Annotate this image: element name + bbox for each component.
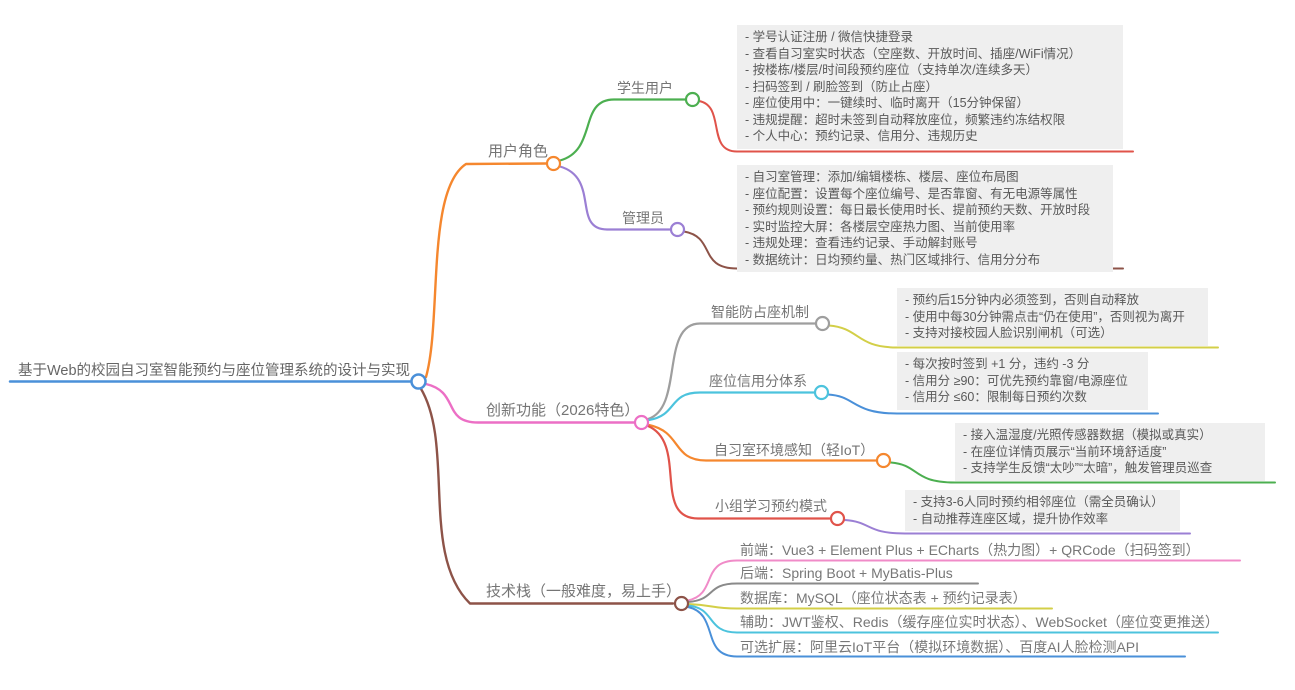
root-topic[interactable]: 基于Web的校园自习室智能预约与座位管理系统的设计与实现 [18, 363, 411, 379]
list-item: - 学号认证注册 / 微信快捷登录 [745, 30, 914, 44]
list-item: - 支持对接校园人脸识别闸机（可选） [905, 326, 1113, 340]
environment-node-handle[interactable] [875, 452, 892, 469]
group-details-list: - 支持3-6人同时预约相邻座位（需全员确认） - 自动推荐连座区域，提升协作效… [913, 494, 1172, 527]
root-node-handle[interactable] [410, 373, 427, 390]
branch-line-credit [647, 391, 816, 422]
list-item: - 信用分 ≤60：限制每日预约次数 [905, 390, 1087, 404]
connector-tech-database [687, 603, 1053, 610]
node-user-roles[interactable]: 用户角色 [488, 143, 549, 160]
list-item: - 个人中心：预约记录、信用分、违规历史 [745, 129, 978, 143]
list-item: - 每次按时签到 +1 分，违约 -3 分 [905, 357, 1090, 371]
list-item: - 自动推荐连座区域，提升协作效率 [913, 511, 1109, 526]
node-student[interactable]: 学生用户 [617, 80, 673, 96]
branch-line-group [646, 424, 832, 520]
list-item: - 数据统计：日均预约量、热门区域排行、信用分分布 [745, 252, 1041, 267]
innovation-node-handle[interactable] [633, 414, 650, 431]
group-details-node[interactable]: - 支持3-6人同时预约相邻座位（需全员确认） - 自动推荐连座区域，提升协作效… [905, 490, 1180, 531]
list-item: - 按楼栋/楼层/时间段预约座位（支持单次/连续多天） [745, 63, 1039, 77]
branch-line-user-roles [424, 162, 548, 379]
connector-tech-optional [687, 606, 1186, 658]
node-innovation[interactable]: 创新功能（2026特色） [486, 402, 640, 419]
connector-credit-details [827, 393, 1159, 415]
admin-node-handle[interactable] [669, 221, 686, 238]
list-item: - 违规处理：查看违约记录、手动解封账号 [745, 236, 978, 250]
list-item: - 实时监控大屏：各楼层空座热力图、当前使用率 [745, 219, 1016, 234]
credit-node-handle[interactable] [813, 384, 830, 401]
student-details-node[interactable]: - 学号认证注册 / 微信快捷登录 - 查看自习室实时状态（空座数、开放时间、插… [737, 25, 1123, 149]
user-roles-node-handle[interactable] [545, 155, 562, 172]
connector-group-details [844, 519, 1191, 535]
list-item: - 支持3-6人同时预约相邻座位（需全员确认） [913, 495, 1164, 509]
node-tech-stack[interactable]: 技术栈（一般难度，易上手） [486, 583, 682, 600]
node-tech-database[interactable]: 数据库：MySQL（座位状态表 + 预约记录表） [740, 590, 1027, 606]
list-item: - 违规提醒：超时未签到自动释放座位，频繁违约冻结权限 [745, 112, 1066, 127]
tech-stack-node-handle[interactable] [673, 595, 690, 612]
list-item: - 座位使用中：一键续时、临时离开（15分钟保留） [745, 96, 1030, 110]
list-item: - 接入温湿度/光照传感器数据（模拟或真实） [963, 428, 1212, 442]
environment-details-node[interactable]: - 接入温湿度/光照传感器数据（模拟或真实） - 在座位详情页展示“当前环境舒适… [955, 423, 1265, 481]
list-item: - 预约规则设置：每日最长使用时长、提前预约天数、开放时段 [745, 203, 1091, 217]
admin-details-list: - 自习室管理：添加/编辑楼栋、楼层、座位布局图 - 座位配置：设置每个座位编号… [745, 169, 1105, 268]
list-item: - 支持学生反馈“太吵”“太暗”，触发管理员巡查 [963, 461, 1213, 475]
list-item: - 使用中每30分钟需点击“仍在使用”，否则视为离开 [905, 309, 1185, 324]
node-environment[interactable]: 自习室环境感知（轻IoT） [714, 442, 875, 458]
list-item: - 扫码签到 / 刷脸签到（防止占座） [745, 79, 939, 94]
list-item: - 查看自习室实时状态（空座数、开放时间、插座/WiFi情况） [745, 46, 1082, 61]
credit-details-node[interactable]: - 每次按时签到 +1 分，违约 -3 分 - 信用分 ≥90：可优先预约靠窗/… [897, 352, 1148, 410]
connector-tech-aux [687, 604, 1219, 634]
branch-line-tech-stack [419, 386, 675, 605]
credit-details-list: - 每次按时签到 +1 分，违约 -3 分 - 信用分 ≥90：可优先预约靠窗/… [905, 356, 1140, 406]
connector-student-details [698, 100, 1134, 153]
branch-line-innovation [424, 382, 636, 424]
anti-occupy-node-handle[interactable] [814, 315, 831, 332]
student-details-list: - 学号认证注册 / 微信快捷登录 - 查看自习室实时状态（空座数、开放时间、插… [745, 29, 1115, 145]
node-credit[interactable]: 座位信用分体系 [709, 373, 807, 389]
anti-occupy-details-list: - 预约后15分钟内必须签到，否则自动释放 - 使用中每30分钟需点击“仍在使用… [905, 292, 1200, 342]
node-admin[interactable]: 管理员 [622, 210, 664, 226]
group-node-handle[interactable] [829, 510, 846, 527]
list-item: - 预约后15分钟内必须签到，否则自动释放 [905, 293, 1140, 307]
node-tech-optional[interactable]: 可选扩展：阿里云IoT平台（模拟环境数据）、百度AI人脸检测API [740, 639, 1140, 655]
connector-tech-frontend [687, 559, 1241, 602]
branch-line-environment [647, 423, 878, 462]
node-anti-occupy[interactable]: 智能防占座机制 [711, 304, 809, 320]
environment-details-list: - 接入温湿度/光照传感器数据（模拟或真实） - 在座位详情页展示“当前环境舒适… [963, 427, 1257, 477]
connector-environment-details [890, 461, 1276, 484]
node-tech-aux[interactable]: 辅助：JWT鉴权、Redis（缓存座位实时状态）、WebSocket（座位变更推… [740, 614, 1219, 630]
node-tech-backend[interactable]: 后端：Spring Boot + MyBatis-Plus [740, 565, 953, 581]
branch-line-anti-occupy [646, 322, 817, 421]
list-item: - 自习室管理：添加/编辑楼栋、楼层、座位布局图 [745, 170, 1019, 184]
list-item: - 信用分 ≥90：可优先预约靠窗/电源座位 [905, 373, 1128, 388]
list-item: - 在座位详情页展示“当前环境舒适度” [963, 444, 1167, 459]
list-item: - 座位配置：设置每个座位编号、是否靠窗、有无电源等属性 [745, 186, 1078, 201]
node-tech-frontend[interactable]: 前端：Vue3 + Element Plus + ECharts（热力图）+ Q… [740, 542, 1200, 558]
connector-tech-backend [687, 582, 979, 603]
node-group[interactable]: 小组学习预约模式 [715, 498, 827, 514]
admin-details-node[interactable]: - 自习室管理：添加/编辑楼栋、楼层、座位布局图 - 座位配置：设置每个座位编号… [737, 165, 1113, 272]
connector-admin-details [683, 230, 1124, 270]
connector-anti-occupy-details [828, 324, 1219, 349]
anti-occupy-details-node[interactable]: - 预约后15分钟内必须签到，否则自动释放 - 使用中每30分钟需点击“仍在使用… [897, 288, 1208, 346]
branch-line-student [558, 98, 687, 162]
branch-line-admin [558, 165, 672, 231]
student-node-handle[interactable] [684, 91, 701, 108]
